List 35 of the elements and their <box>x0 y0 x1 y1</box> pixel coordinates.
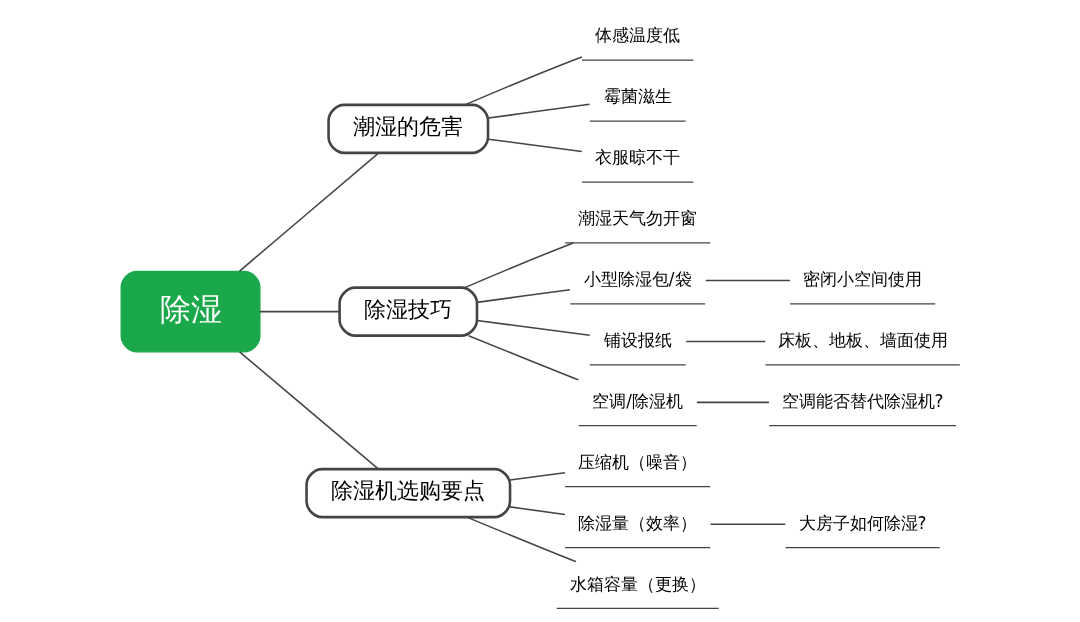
connector <box>463 242 574 289</box>
connector <box>704 279 791 282</box>
connector <box>475 319 590 337</box>
connector <box>709 523 786 525</box>
connector <box>475 288 571 304</box>
node-box: 潮湿的危害 <box>326 103 489 155</box>
node-text: 大房子如何除湿? <box>798 512 927 533</box>
node-text: 压缩机（噪音） <box>577 451 697 472</box>
node-box: 除湿 <box>120 270 261 353</box>
node-text: 除湿量（效率） <box>577 512 697 533</box>
connector <box>238 351 379 470</box>
node-text: 空调能否替代除湿机? <box>781 390 944 411</box>
node-box: 除湿机选购要点 <box>304 467 511 519</box>
node-text: 水箱容量（更换） <box>569 573 706 594</box>
connector <box>465 516 577 563</box>
connector <box>695 401 770 404</box>
node-text: 小型除湿包/袋 <box>583 268 692 289</box>
node-text: 密闭小空间使用 <box>802 268 922 289</box>
node-text: 霉菌滋生 <box>603 86 672 107</box>
connector <box>258 310 340 313</box>
node-text: 空调/除湿机 <box>591 390 683 411</box>
node-text: 体感温度低 <box>594 25 680 46</box>
node-text: 铺设报纸 <box>603 329 672 350</box>
connector <box>487 138 583 153</box>
connector <box>508 506 566 516</box>
node-box: 除湿技巧 <box>337 286 478 337</box>
node-text: 潮湿天气勿开窗 <box>577 208 697 229</box>
connector <box>467 335 579 381</box>
connector <box>508 471 566 481</box>
node-text: 床板、地板、墙面使用 <box>777 329 948 350</box>
connector <box>463 56 583 106</box>
connector <box>684 340 766 343</box>
node-text: 衣服晾不干 <box>594 147 680 168</box>
connector <box>238 152 379 272</box>
connector <box>487 103 590 119</box>
